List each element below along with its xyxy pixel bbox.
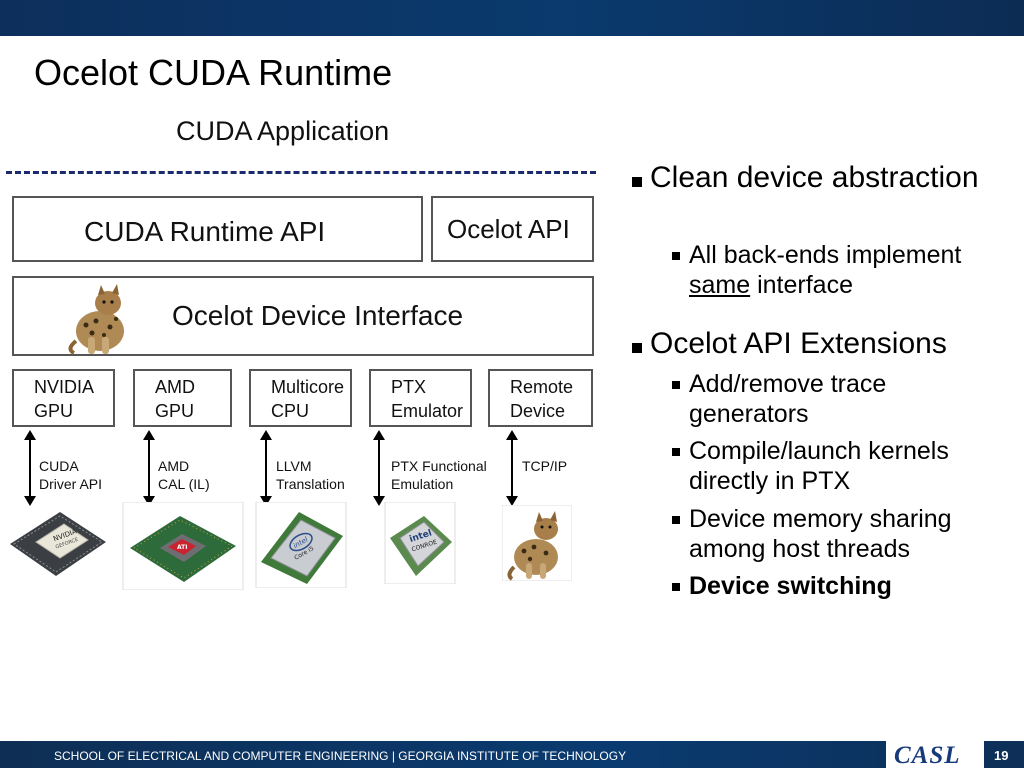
cuda-application-label: CUDA Application (176, 116, 390, 146)
double-arrow-icon (24, 430, 36, 506)
intel-conroe-chip-icon: intel CONROE (384, 502, 456, 584)
backend-ptx-emulator-box: PTX Emulator (369, 369, 472, 427)
bullet-level2: Compile/launch kernels directly in PTX (672, 436, 1008, 496)
bullet-square-icon (672, 583, 680, 591)
double-arrow-icon (373, 430, 385, 506)
bullet-text: Device switching (689, 572, 892, 600)
bullet-level2: All back-ends implement same interface (672, 240, 1008, 300)
backend-label: Remote Device (510, 377, 574, 421)
connector-label: LLVM Translation (276, 458, 345, 492)
bullet-square-icon (672, 381, 680, 389)
bullet-level2: Add/remove trace generators (672, 369, 1008, 429)
casl-logo-text: CASL (894, 742, 961, 768)
connector-label: CUDA Driver API (39, 458, 103, 492)
amd-gpu-chip-icon: ATI (122, 502, 244, 590)
backend-label: Multicore CPU (271, 377, 345, 421)
backend-amd-gpu-box: AMD GPU (133, 369, 232, 427)
bullet-level1: Clean device abstraction (628, 160, 979, 195)
cuda-runtime-api-label: CUDA Runtime API (84, 216, 326, 247)
backend-label: AMD GPU (155, 377, 195, 421)
ocelot-device-interface-label: Ocelot Device Interface (172, 300, 464, 331)
backend-label: NVIDIA GPU (34, 377, 95, 421)
bullet-text: Ocelot API Extensions (650, 327, 947, 360)
backend-nvidia-gpu-box: NVIDIA GPU (12, 369, 115, 427)
connector-label: TCP/IP (522, 458, 568, 474)
bullet-square-icon (632, 177, 642, 187)
bullet-level2: Device memory sharing among host threads (672, 504, 1008, 564)
backend-remote-device-box: Remote Device (488, 369, 593, 427)
footer-text: SCHOOL OF ELECTRICAL AND COMPUTER ENGINE… (54, 749, 627, 763)
ocelot-api-box: Ocelot API (431, 196, 594, 262)
bullet-square-icon (672, 252, 680, 260)
nvidia-gpu-chip-icon: NVIDIA GEFORCE (10, 512, 106, 576)
bullet-text: interface (750, 271, 853, 299)
slide-title: Ocelot CUDA Runtime (34, 52, 393, 93)
backend-multicore-cpu-box: Multicore CPU (249, 369, 352, 427)
ocelot-api-label: Ocelot API (447, 214, 570, 244)
architecture-diagram: CUDA Application CUDA Runtime API Ocelot… (0, 100, 610, 600)
double-arrow-icon (143, 430, 155, 506)
double-arrow-icon (506, 430, 518, 506)
bullet-text: All back-ends implement (689, 241, 962, 269)
bullet-level2: Device switching (672, 571, 1008, 601)
intel-core-i5-chip-icon: intel Core i5 (255, 502, 347, 588)
bullet-level1: Ocelot API Extensions (628, 326, 947, 361)
bullet-text: Compile/launch kernels directly in PTX (689, 437, 949, 495)
ocelot-cat-photo-icon (502, 505, 572, 581)
bullet-square-icon (672, 516, 680, 524)
bullet-square-icon (632, 343, 642, 353)
page-number: 19 (994, 748, 1009, 763)
footer-bar: SCHOOL OF ELECTRICAL AND COMPUTER ENGINE… (0, 741, 1024, 768)
bullet-text: Device memory sharing among host threads (689, 505, 952, 563)
connector-label: AMD CAL (IL) (158, 458, 210, 492)
bullet-underlined-word: same (689, 271, 751, 299)
cuda-runtime-api-box: CUDA Runtime API (12, 196, 423, 262)
ocelot-cat-image (68, 284, 124, 355)
backend-label: PTX Emulator (391, 377, 464, 421)
header-bar (0, 0, 1024, 36)
casl-logo: CASL (886, 741, 984, 768)
bullet-text: Clean device abstraction (650, 161, 979, 194)
svg-text:ATI: ATI (177, 544, 188, 551)
bullet-text: Add/remove trace generators (689, 370, 887, 428)
application-boundary-line (6, 171, 596, 174)
connector-label: PTX Functional Emulation (391, 458, 487, 492)
bullet-square-icon (672, 448, 680, 456)
double-arrow-icon (260, 430, 272, 506)
